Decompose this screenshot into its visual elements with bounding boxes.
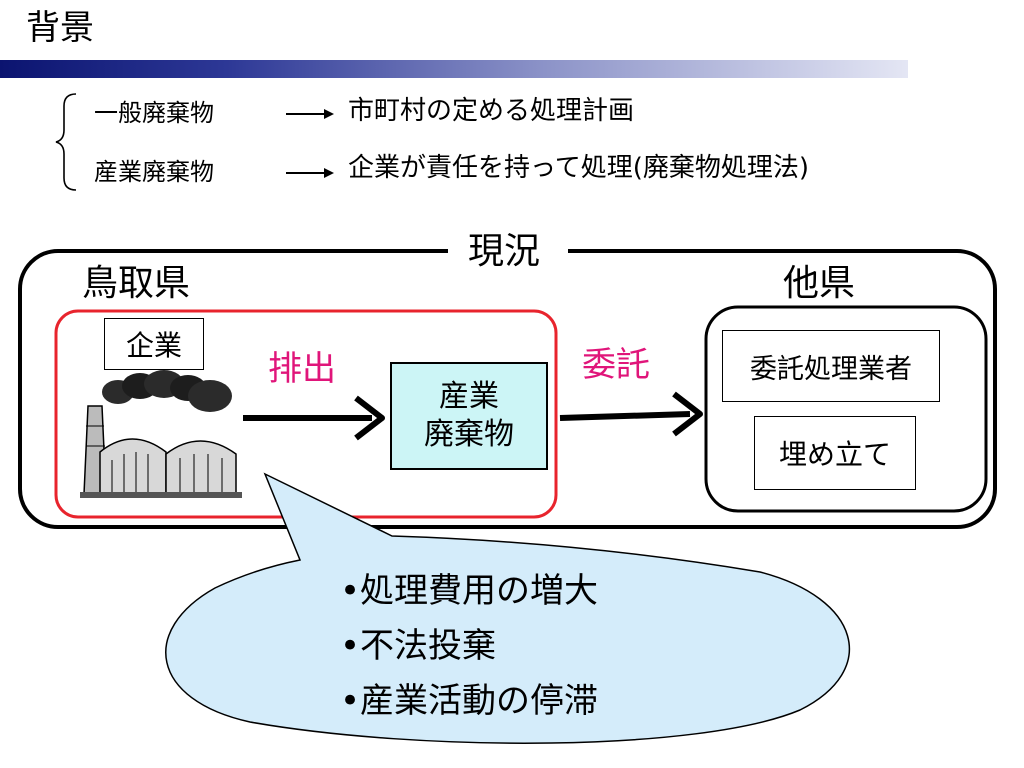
definition-desc-industrial: 企業が責任を持って処理(廃棄物処理法) xyxy=(348,153,809,183)
entrust-arrow-shaft xyxy=(559,411,691,421)
region-label-tottori: 鳥取県 xyxy=(82,263,191,304)
contractor-box: 委託処理業者 xyxy=(722,330,940,402)
curly-brace xyxy=(55,93,77,191)
entrust-label: 委託 xyxy=(582,345,650,385)
problem-item: •不法投棄 xyxy=(340,626,497,666)
landfill-box: 埋め立て xyxy=(754,416,916,490)
industrial-waste-box: 産業 廃棄物 xyxy=(390,362,548,470)
discharge-arrowhead xyxy=(354,395,385,441)
arrow-right-icon xyxy=(286,168,334,178)
arrow-right-icon xyxy=(286,109,334,119)
region-label-other-prefecture: 他県 xyxy=(783,263,856,304)
entrust-arrowhead xyxy=(672,391,703,437)
waste-label-line-2: 廃棄物 xyxy=(424,417,514,452)
problem-item: •処理費用の増大 xyxy=(340,571,599,611)
problems-list: •処理費用の増大 •不法投棄 •産業活動の停滞 xyxy=(340,564,598,729)
waste-label-line-1: 産業 xyxy=(439,379,499,414)
definition-desc-general: 市町村の定める処理計画 xyxy=(348,96,635,126)
problem-item: •産業活動の停滞 xyxy=(340,681,599,721)
definition-term-general: 一般廃棄物 xyxy=(94,99,214,127)
definition-term-industrial: 産業廃棄物 xyxy=(94,158,214,186)
speech-bubble xyxy=(165,472,851,744)
company-box: 企業 xyxy=(104,318,204,370)
factory-icon xyxy=(80,370,242,498)
title-divider-bar xyxy=(0,60,908,78)
discharge-label: 排出 xyxy=(268,349,336,389)
frame-label-current: 現況 xyxy=(468,231,541,272)
slide-title: 背景 xyxy=(26,8,94,48)
